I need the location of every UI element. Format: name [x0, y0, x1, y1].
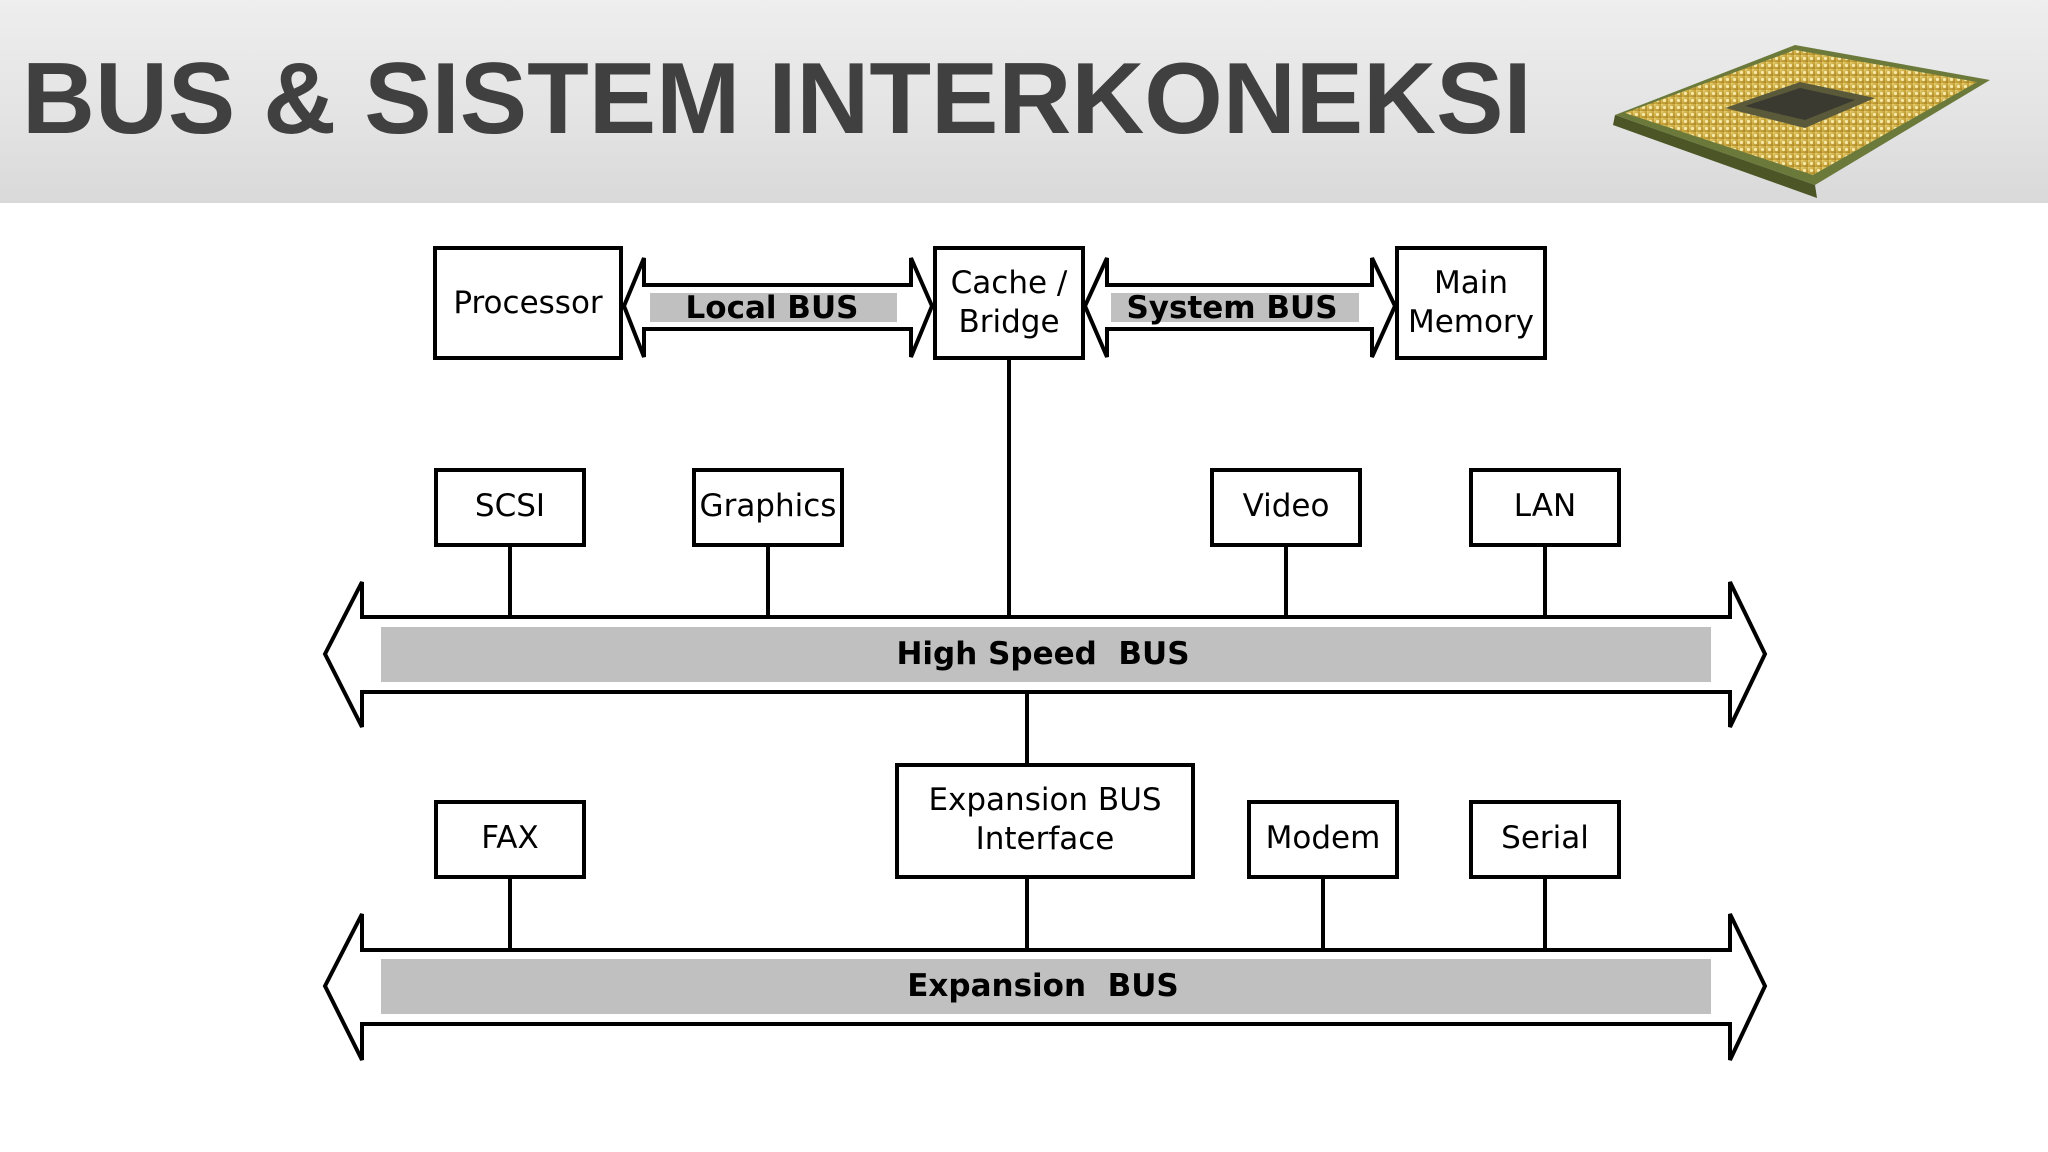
scsi-label: SCSI — [475, 488, 545, 524]
serial-box: Serial — [1469, 800, 1621, 879]
graphics-box: Graphics — [692, 468, 844, 547]
system-bus-arrow: System BUS — [1082, 257, 1398, 358]
cache-label: Cache / — [951, 265, 1068, 301]
video-label: Video — [1243, 488, 1330, 524]
slide-title: BUS & SISTEM INTERKONEKSI — [22, 43, 1532, 155]
lan-box: LAN — [1469, 468, 1621, 547]
modem-label: Modem — [1266, 820, 1381, 856]
fax-box: FAX — [434, 800, 586, 879]
main-label: Main — [1434, 265, 1508, 301]
scsi-box: SCSI — [434, 468, 586, 547]
bridge-label: Bridge — [958, 304, 1059, 340]
cpu-chip-image — [1613, 45, 1990, 198]
local-bus-label: Local BUS — [686, 290, 859, 326]
expansion-bus-interface-box: Expansion BUS Interface — [895, 763, 1195, 879]
local-bus-arrow: Local BUS — [621, 257, 935, 358]
video-box: Video — [1210, 468, 1362, 547]
graphics-label: Graphics — [700, 488, 837, 524]
fax-label: FAX — [481, 820, 538, 856]
lan-label: LAN — [1514, 488, 1576, 524]
title-banner: BUS & SISTEM INTERKONEKSI — [0, 0, 2048, 203]
high-speed-bus-label: High Speed BUS — [896, 636, 1189, 672]
serial-label: Serial — [1501, 820, 1589, 856]
main-memory-box: Main Memory — [1395, 246, 1547, 360]
high-speed-bus-arrow: High Speed BUS — [322, 581, 1768, 728]
memory-label: Memory — [1408, 304, 1534, 340]
processor-box: Processor — [433, 246, 623, 360]
expansion-bus-arrow: Expansion BUS — [322, 913, 1768, 1061]
modem-box: Modem — [1247, 800, 1399, 879]
expansion-if-label-line1: Expansion BUS — [928, 782, 1161, 818]
cache-bridge-box: Cache / Bridge — [933, 246, 1085, 360]
expansion-bus-label: Expansion BUS — [907, 968, 1179, 1004]
expansion-if-label-line2: Interface — [976, 821, 1115, 857]
processor-label: Processor — [453, 285, 603, 321]
system-bus-label: System BUS — [1126, 290, 1337, 326]
